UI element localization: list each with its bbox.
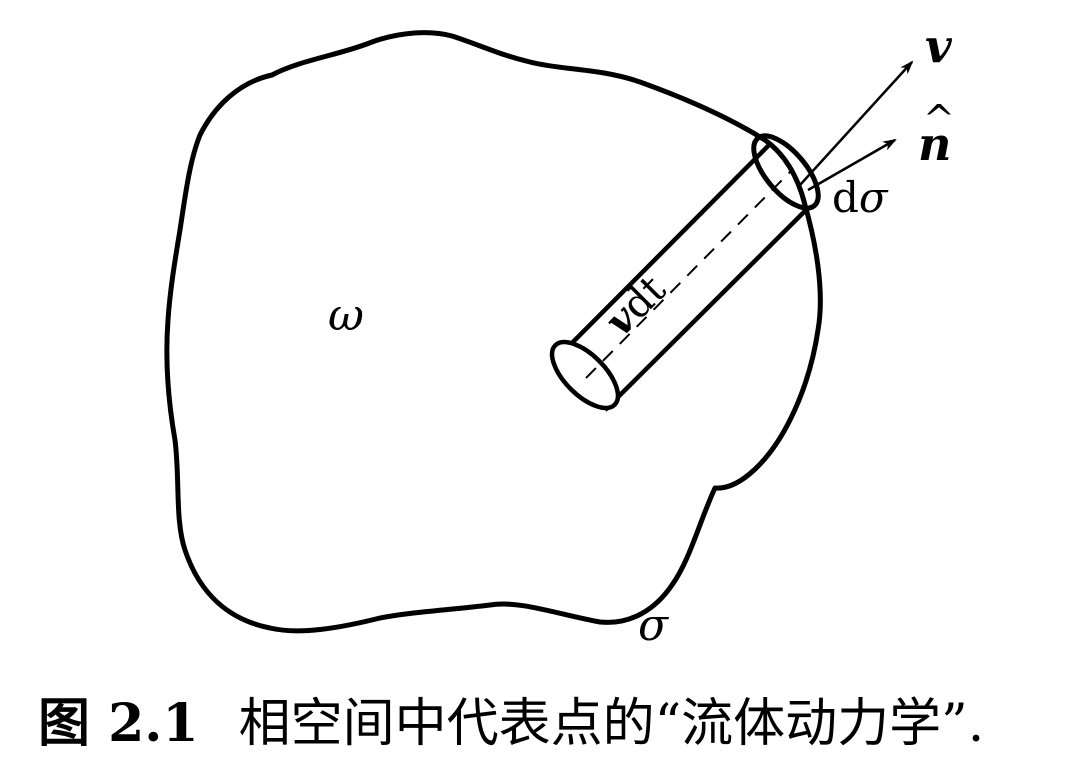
figure-caption: 图 2.1 相空间中代表点的“流体动力学”. xyxy=(38,684,1078,764)
tube-axis-dashed xyxy=(585,171,791,379)
area-element-label: dσ xyxy=(832,173,889,222)
svg-text:vdt: vdt xyxy=(596,266,675,345)
tube-bottom-cap xyxy=(549,339,621,411)
area-element-ellipse xyxy=(751,133,821,211)
figure-number: 图 2.1 xyxy=(38,693,199,754)
normal-label: n xyxy=(918,117,951,171)
region-omega-label: ω xyxy=(328,290,364,341)
region-boundary-curve xyxy=(164,30,823,634)
area-element-d: d xyxy=(832,173,859,222)
normal-hat-accent: ^ xyxy=(923,97,955,141)
tube-lower-edge xyxy=(603,206,810,412)
area-element-sigma: σ xyxy=(859,173,889,222)
normal-vector-arrow xyxy=(807,138,897,192)
boundary-sigma-label: σ xyxy=(638,600,670,651)
tube-upper-edge xyxy=(558,142,772,357)
velocity-vector-arrow xyxy=(799,60,914,186)
tube-length-label: vdt xyxy=(596,266,675,345)
figure-caption-text: 相空间中代表点的“流体动力学”. xyxy=(238,694,985,754)
velocity-label: v xyxy=(925,19,953,73)
